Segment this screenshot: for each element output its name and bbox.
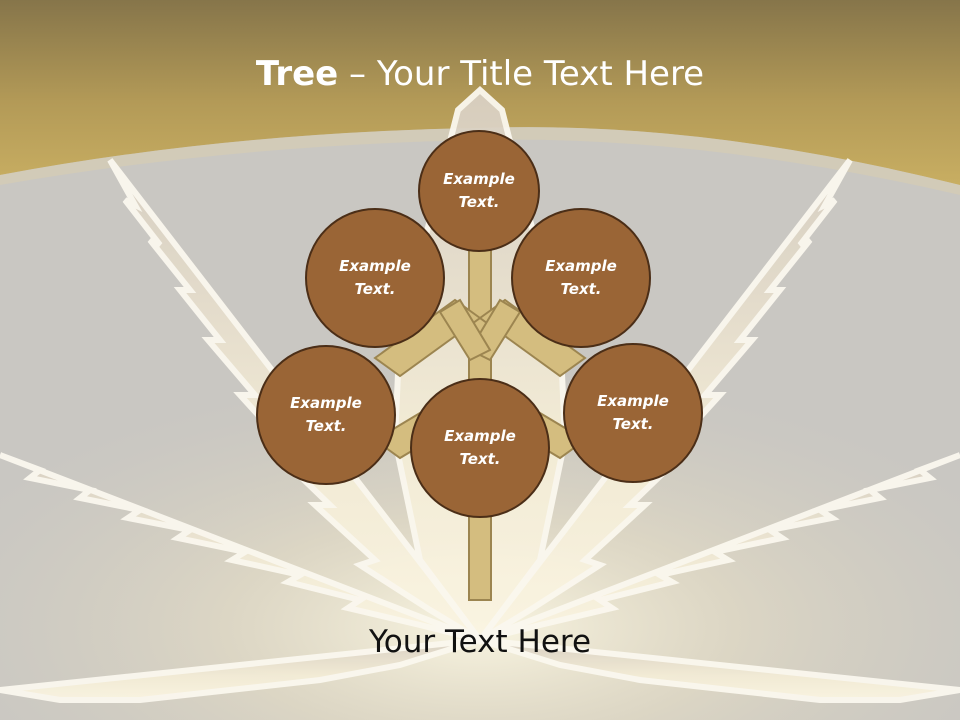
slide-subtitle: Your Text Here [368, 624, 592, 660]
node-label: Text. [459, 450, 501, 468]
node-label: Text. [305, 417, 347, 435]
node-label: Example [290, 394, 362, 412]
node-label: Text. [458, 193, 500, 211]
node-label: Text. [560, 280, 602, 298]
node-label: Text. [354, 280, 396, 298]
node-label: Example [597, 392, 669, 410]
node-label: Example [339, 257, 411, 275]
node-label: Example [443, 170, 515, 188]
node-label: Text. [612, 415, 654, 433]
node-label: Example [545, 257, 617, 275]
title-rest: – Your Title Text Here [338, 54, 705, 94]
node-label: Example [444, 427, 516, 445]
title-bold: Tree [255, 54, 339, 94]
slide-title: Tree – Your Title Text Here [0, 52, 960, 96]
